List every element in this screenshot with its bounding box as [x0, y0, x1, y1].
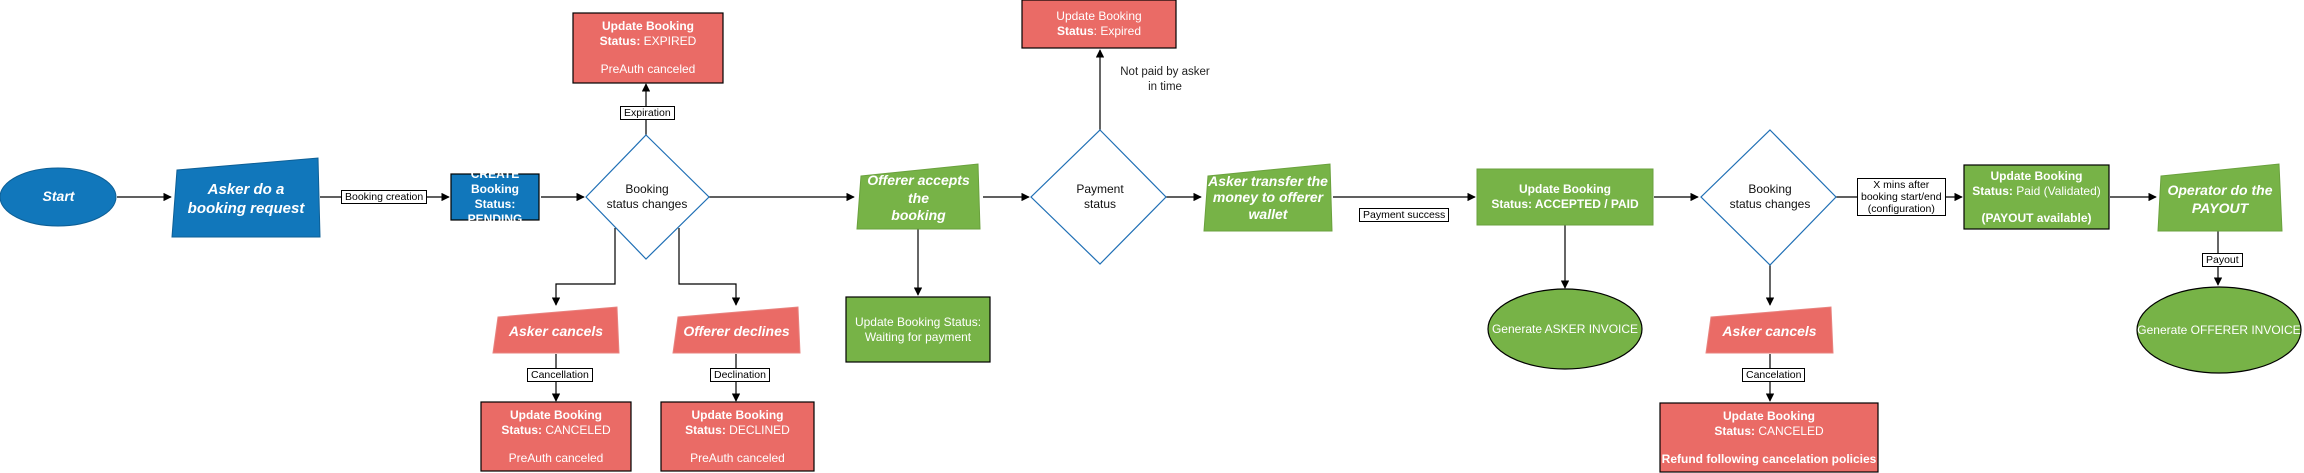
expired-2-status-label: Status [1056, 24, 1094, 38]
edge-label-cancelation-2: Cancelation [1742, 368, 1806, 383]
declined-title: Update Booking [691, 408, 784, 422]
edge-label-expiration: Expiration [620, 106, 675, 121]
expired-1-title: Update Booking [602, 19, 694, 33]
asker-request-shape [171, 157, 321, 238]
asker-transfer-shape [1203, 163, 1333, 232]
connectors [117, 49, 2223, 402]
start-node [0, 167, 117, 227]
expired-2-status-value: : Expired [1093, 24, 1142, 38]
expired-1-status-value: EXPIRED [643, 34, 697, 48]
expired-1-text: Update Booking Status: EXPIRED PreAuth c… [573, 13, 723, 83]
expired-1-note: PreAuth canceled [600, 62, 696, 76]
paid-validated-note: (PAYOUT available) [1981, 211, 2092, 225]
paid-validated-status-value: Paid (Validated) [2016, 184, 2101, 198]
edge-status1-to-offerer-declines [678, 228, 741, 306]
create-booking-box [450, 173, 540, 221]
edge-label-payout: Payout [2202, 253, 2243, 268]
asker-cancels-shape-1 [492, 306, 620, 354]
payment-status-diamond [1030, 129, 1167, 265]
expired-1-status-label: Status: [599, 34, 641, 48]
edge-label-payment-success: Payment success [1359, 208, 1450, 223]
offerer-invoice-ellipse [2136, 286, 2302, 374]
status-changes-diamond-1 [585, 134, 710, 260]
canceled-2-text: Update Booking Status: CANCELED Refund f… [1660, 403, 1878, 472]
canceled-1-note: PreAuth canceled [508, 451, 604, 465]
paid-validated-status-label: Status: [1972, 184, 2013, 198]
edge-label-cancellation-1: Cancellation [527, 368, 593, 383]
accepted-paid-status: Status: ACCEPTED / PAID [1491, 197, 1639, 211]
declined-box [660, 401, 815, 472]
canceled-1-text: Update Booking Status: CANCELED PreAuth … [481, 402, 631, 471]
canceled-1-status-label: Status: [501, 423, 542, 437]
edge-label-x-mins: X mins after booking start/end (configur… [1857, 178, 1946, 217]
canceled-1-status-value: CANCELED [545, 423, 611, 437]
payment-status-label: Payment status [1076, 182, 1124, 211]
canceled-2-status-label: Status: [1714, 424, 1755, 438]
offerer-accepts-shape [856, 163, 981, 230]
edge-label-booking-creation: Booking creation [341, 190, 428, 205]
canceled-1-title: Update Booking [510, 408, 602, 422]
asker-cancels-label-2: Asker cancels [1722, 322, 1817, 339]
offerer-invoice-label: Generate OFFERER INVOICE [2137, 322, 2301, 337]
canceled-box-1 [480, 401, 632, 472]
offerer-declines-label: Offerer declines [683, 322, 790, 339]
asker-invoice-label: Generate ASKER INVOICE [1491, 321, 1639, 336]
paid-validated-box [1963, 164, 2110, 230]
create-booking-line1: CREATE Booking [470, 167, 520, 196]
not-paid-note: Not paid by asker in time [1120, 66, 1210, 93]
canceled-2-note: Refund following cancelation policies [1661, 452, 1877, 466]
status-changes-diamond-2 [1700, 129, 1837, 266]
waiting-payment-box [845, 296, 991, 363]
canceled-box-2 [1659, 402, 1879, 473]
accepted-paid-title: Update Booking [1519, 182, 1611, 196]
accepted-paid-box [1476, 168, 1654, 226]
offerer-declines-shape [672, 306, 801, 354]
declined-status-label: Status: [685, 423, 726, 437]
status-changes-label-2: Booking status changes [1729, 182, 1811, 211]
expired-box-1 [572, 12, 724, 84]
offerer-accepts-label: Offerer accepts the booking [867, 172, 970, 224]
canceled-2-status-value: CANCELED [1758, 424, 1824, 438]
paid-validated-title: Update Booking [1990, 169, 2083, 183]
asker-cancels-shape-2 [1705, 306, 1834, 354]
expired-box-2 [1021, 0, 1177, 49]
canceled-2-title: Update Booking [1723, 409, 1815, 423]
start-label: Start [42, 188, 75, 205]
expired-2-title: Update Booking [1056, 9, 1142, 23]
asker-invoice-ellipse [1487, 288, 1643, 370]
paid-validated-text: Update Booking Status: Paid (Validated) … [1964, 165, 2109, 229]
declined-status-value: DECLINED [729, 423, 790, 437]
declined-note: PreAuth canceled [690, 451, 785, 465]
declined-text: Update Booking Status: DECLINED PreAuth … [661, 402, 814, 471]
asker-request-label: Asker do a booking request [187, 181, 305, 217]
asker-transfer-label: Asker transfer the money to offerer wall… [1208, 173, 1328, 222]
edge-status1-to-asker-cancels [551, 228, 616, 306]
operator-payout-label: Operator do the PAYOUT [2167, 182, 2273, 216]
waiting-payment-label: Update Booking Status: Waiting for payme… [854, 314, 982, 344]
create-booking-line2: Status: PENDING [467, 197, 523, 226]
expired-2-text: Update Booking Status: Expired [1022, 0, 1176, 48]
asker-cancels-label-1: Asker cancels [508, 322, 604, 339]
edge-label-declination: Declination [710, 368, 770, 383]
accepted-paid-text: Update Booking Status: ACCEPTED / PAID [1477, 169, 1653, 225]
create-booking-label: CREATE Booking Status: PENDING [451, 167, 539, 226]
operator-payout-shape [2157, 163, 2283, 232]
status-changes-label-1: Booking status changes [606, 182, 688, 211]
